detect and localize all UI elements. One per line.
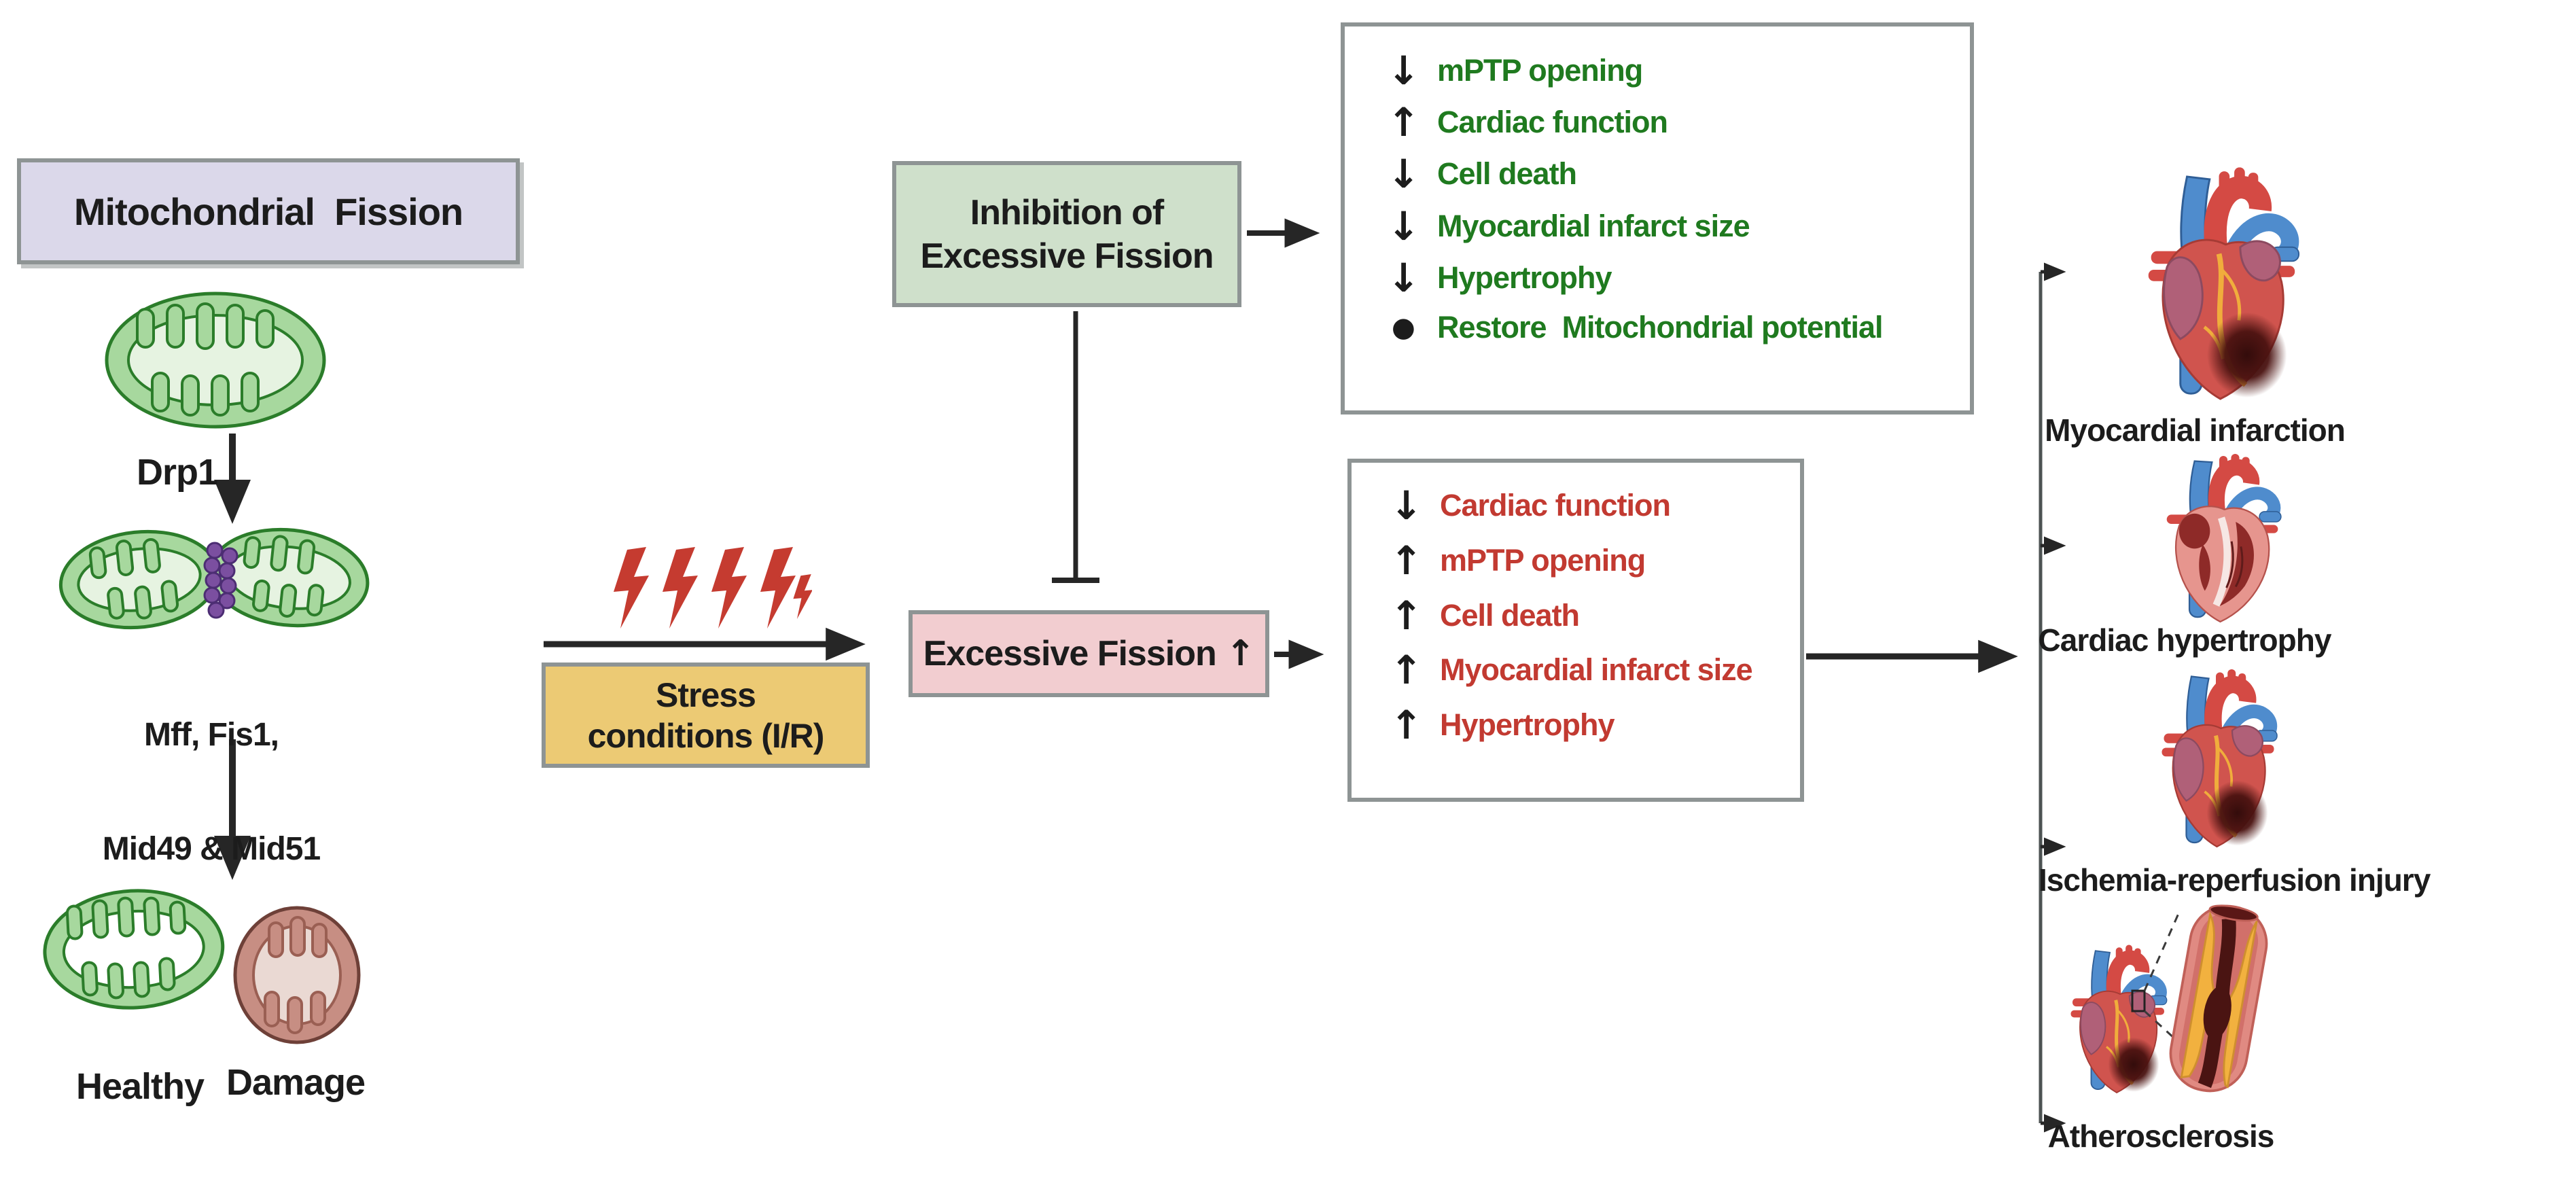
up-arrow-icon: ↑ <box>1390 647 1423 694</box>
heart-cardiac-hypertrophy-illustration <box>2144 454 2297 624</box>
down-arrow-icon: ↓ <box>1387 202 1420 249</box>
outcome-text: Myocardial infarct size <box>1440 652 1753 688</box>
bullet-dot-icon: ● <box>1392 311 1415 343</box>
outcome-text: Cardiac function <box>1437 105 1668 140</box>
outcome-row: ↑ Myocardial infarct size <box>1372 650 1786 690</box>
outcome-text: Myocardial infarct size <box>1437 208 1750 243</box>
heart-ischemia-reperfusion-illustration <box>2140 669 2293 853</box>
outcome-text: Hypertrophy <box>1437 260 1612 295</box>
stress-conditions-box: Stress conditions (I/R) <box>542 663 870 768</box>
adaptors-line2: Mid49 & Mid51 <box>102 831 321 867</box>
outcome-text: Cardiac function <box>1440 488 1671 523</box>
up-arrow-icon: ↑ <box>1390 702 1423 748</box>
outcome-row: ↓ Cell death <box>1369 154 1949 194</box>
outcome-text: Restore Mitochondrial potential <box>1437 309 1884 345</box>
up-arrow-icon: ↑ <box>1390 537 1423 584</box>
up-arrow-icon: ↑ <box>1387 99 1420 146</box>
outcome-row: ● Restore Mitochondrial potential <box>1369 310 1949 345</box>
down-arrow-icon: ↓ <box>1387 151 1420 198</box>
drp1-label: Drp1 <box>136 452 218 493</box>
inhibition-outcomes-box: ↓ mPTP opening ↑ Cardiac function ↓ Cell… <box>1341 22 1974 414</box>
excessive-fission-box: Excessive Fission ↑ <box>908 610 1269 697</box>
outcome-row: ↑ mPTP opening <box>1372 541 1786 580</box>
outcome-row: ↓ Myocardial infarct size <box>1369 207 1949 246</box>
outcome-text: Cell death <box>1440 597 1580 633</box>
heart-myocardial-infarction-illustration <box>2140 166 2300 408</box>
stress-line2: conditions (I/R) <box>587 716 825 755</box>
outcome-row: ↑ Cardiac function <box>1369 103 1949 142</box>
healthy-label: Healthy <box>75 1066 205 1107</box>
mitochondrion-healthy-illustration <box>43 889 225 1010</box>
mitochondrial-fission-title-box: Mitochondrial Fission <box>17 158 520 264</box>
adaptors-line1: Mff, Fis1, <box>143 717 279 753</box>
excessive-fission-text: Excessive Fission <box>923 634 1217 673</box>
damage-label: Damage <box>226 1062 366 1103</box>
outcome-row: ↑ Hypertrophy <box>1372 705 1786 745</box>
drp1-ring-beads <box>203 542 239 619</box>
outcome-row: ↓ mPTP opening <box>1369 51 1949 90</box>
outcome-text: mPTP opening <box>1437 53 1643 88</box>
outcome-text: mPTP opening <box>1440 542 1646 578</box>
disease-label-atherosclerosis: Atherosclerosis <box>2047 1118 2275 1154</box>
disease-label-ischemia-reperfusion: Ischemia-reperfusion injury <box>2039 862 2431 898</box>
mitochondrion-single-illustration <box>105 292 326 429</box>
outcome-text: Hypertrophy <box>1440 707 1615 742</box>
inhibition-box: Inhibition of Excessive Fission <box>892 161 1241 307</box>
down-arrow-icon: ↓ <box>1387 254 1420 301</box>
title-text: Mitochondrial Fission <box>73 190 463 233</box>
stress-line1: Stress <box>656 675 756 714</box>
down-arrow-icon: ↓ <box>1390 482 1423 529</box>
stress-lightning-bolts-icon <box>614 547 812 629</box>
up-arrow-icon: ↑ <box>1390 592 1423 639</box>
outcome-text: Cell death <box>1437 156 1577 192</box>
down-arrow-icon: ↓ <box>1387 48 1420 94</box>
inhibition-line2: Excessive Fission <box>920 236 1214 276</box>
adaptor-proteins-label: Mff, Fis1, Mid49 & Mid51 <box>58 640 364 944</box>
outcome-row: ↑ Cell death <box>1372 596 1786 635</box>
outcome-row: ↓ Cardiac function <box>1372 486 1786 525</box>
mitochondrion-dividing-illustration <box>58 527 370 630</box>
disease-label-cardiac-hypertrophy: Cardiac hypertrophy <box>2038 622 2332 658</box>
inhibition-line1: Inhibition of <box>970 192 1164 232</box>
mitochondrion-damaged-illustration <box>233 906 361 1044</box>
up-arrow-icon: ↑ <box>1225 633 1256 674</box>
disease-label-myocardial-infarction: Myocardial infarction <box>2045 412 2346 448</box>
outcome-row: ↓ Hypertrophy <box>1369 258 1949 298</box>
excessive-outcomes-box: ↓ Cardiac function ↑ mPTP opening ↑ Cell… <box>1347 459 1804 802</box>
